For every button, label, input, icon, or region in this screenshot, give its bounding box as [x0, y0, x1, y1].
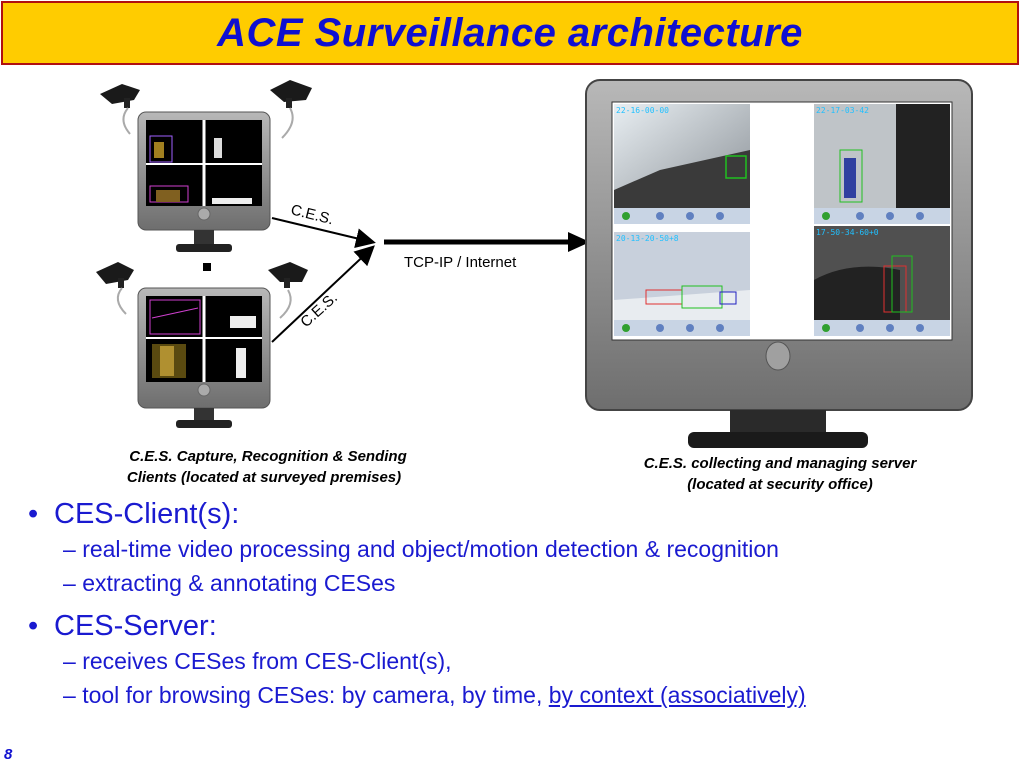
- sub-bullet-text: receives CESes from CES-Client(s),: [82, 648, 452, 674]
- tile-timestamp: 22-17-03-42: [816, 106, 869, 115]
- bullet-text: CES-Server:: [54, 610, 217, 642]
- sub-bullet-text: real-time video processing and object/mo…: [82, 536, 779, 562]
- tile-timestamp: 20-13-20-50+8: [616, 234, 679, 243]
- sub-bullet-dash: –: [63, 570, 76, 596]
- sub-bullet-dash: –: [63, 536, 76, 562]
- tile-timestamp: 22-16-00-00: [616, 106, 669, 115]
- slide-title: ACE Surveillance architecture: [217, 11, 803, 55]
- server-caption-line2: (located at security office): [687, 476, 873, 493]
- sub-bullet-item: – extracting & annotating CESes: [28, 566, 1018, 600]
- page-number: 8: [4, 746, 13, 763]
- video-tile-2: 22-17-03-42: [814, 104, 950, 224]
- sub-bullet-text: tool for browsing CESes: by camera, by t…: [82, 682, 549, 708]
- sub-bullet-item: – tool for browsing CESes: by camera, by…: [28, 678, 1018, 712]
- network-label: TCP-IP / Internet: [404, 254, 517, 271]
- bullet-marker: •: [28, 498, 39, 530]
- video-tile-4: 17-50-34-60+0: [814, 226, 950, 336]
- tile-timestamp: 17-50-34-60+0: [816, 228, 879, 237]
- server-caption-line1: C.E.S. collecting and managing server: [644, 455, 918, 472]
- bullet-item: • CES-Client(s):: [28, 496, 1018, 532]
- architecture-diagram: C.E.S. C.E.S. TCP-IP / Internet 22-16-00…: [96, 79, 973, 493]
- client-monitor-1: [100, 80, 312, 252]
- camera-icon: [100, 84, 140, 135]
- camera-icon: [96, 262, 134, 315]
- sub-bullet-dash: –: [63, 648, 76, 674]
- camera-icon: [268, 262, 308, 319]
- bullet-item: • CES-Server:: [28, 608, 1018, 644]
- sub-bullet-item: – receives CESes from CES-Client(s),: [28, 644, 1018, 678]
- bullet-text: CES-Client(s):: [54, 498, 240, 530]
- title-bar: ACE Surveillance architecture: [1, 1, 1019, 65]
- ces-arrow-bottom: [271, 245, 375, 343]
- ces-arrow-top: [271, 217, 376, 248]
- camera-icon: [270, 80, 312, 139]
- sub-bullet-text: extracting & annotating CESes: [82, 570, 396, 596]
- server-monitor: 22-16-00-00 22-17-03-42 20-13-20-50+8: [585, 79, 973, 448]
- bullet-marker: •: [28, 610, 39, 642]
- clients-caption-line1: C.E.S. Capture, Recognition & Sending: [129, 448, 407, 465]
- network-arrow-head: [568, 232, 590, 252]
- bullet-list: • CES-Client(s): – real-time video proce…: [28, 496, 1018, 712]
- ces-label-bottom: C.E.S.: [297, 289, 341, 331]
- sub-bullet-dash: –: [63, 682, 76, 708]
- sub-bullet-item: – real-time video processing and object/…: [28, 532, 1018, 566]
- video-tile-1: 22-16-00-00: [614, 104, 750, 224]
- context-link[interactable]: by context (associatively): [548, 682, 806, 708]
- connector-dot: [203, 263, 211, 271]
- client-monitor-2: [96, 262, 308, 428]
- video-tile-3: 20-13-20-50+8: [614, 232, 750, 336]
- clients-caption-line2: Clients (located at surveyed premises): [127, 469, 401, 486]
